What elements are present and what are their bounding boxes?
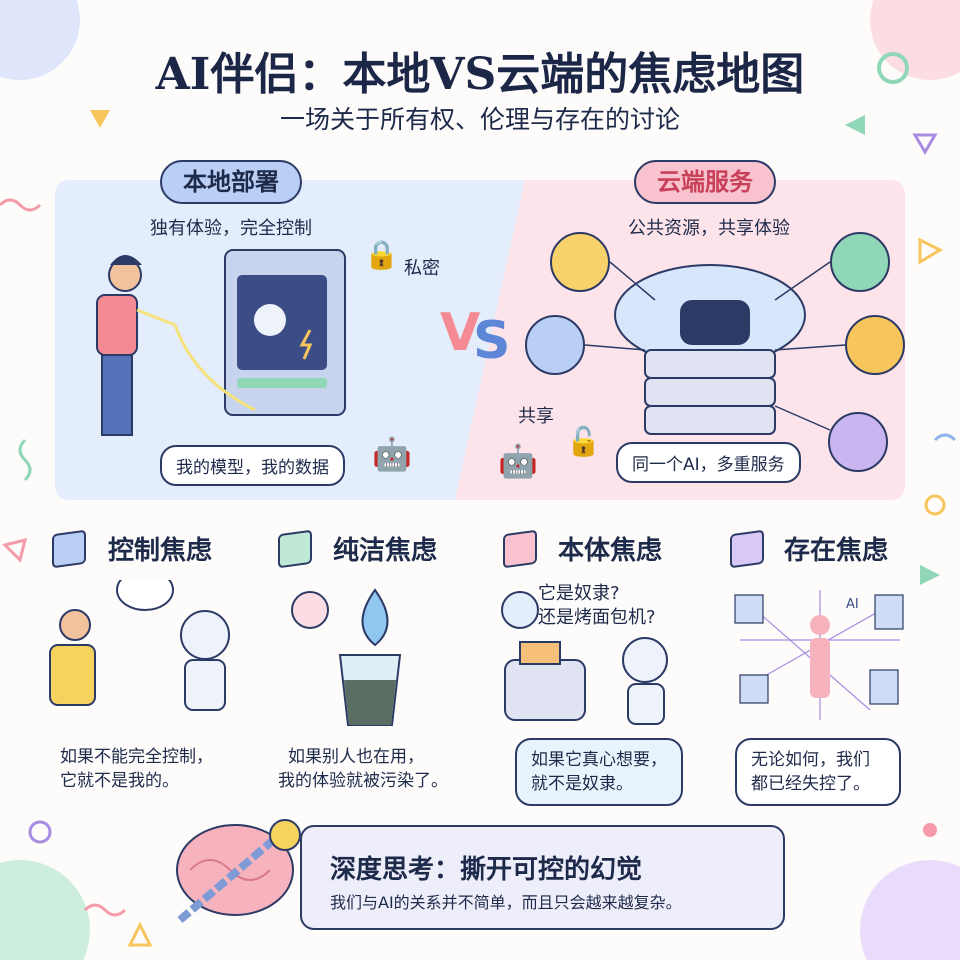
local-tagline: 独有体验，完全控制 bbox=[150, 218, 312, 239]
user-avatar bbox=[830, 232, 890, 292]
purity-caption: 如果别人也在用， 我的体验就被污染了。 bbox=[278, 745, 448, 793]
ontology-cube-icon bbox=[503, 529, 537, 569]
cloud-server-illustration bbox=[584, 261, 846, 435]
ai-server-label: AI bbox=[846, 597, 859, 612]
robot-icon: 🤖 bbox=[498, 442, 538, 480]
existence-caption-bubble: 无论如何，我们都已经失控了。 bbox=[735, 738, 901, 806]
ontology-question: 它是奴隶? 还是烤面包机? bbox=[538, 582, 656, 630]
shared-label: 共享 bbox=[518, 406, 554, 427]
ontology-caption-bubble: 如果它真心想要， 就不是奴隶。 bbox=[515, 738, 683, 806]
question-line: 还是烤面包机? bbox=[538, 607, 656, 628]
vs-mark: V bbox=[440, 303, 480, 363]
conclusion-title: 深度思考：撕开可控的幻觉 bbox=[330, 855, 643, 885]
control-caption: 如果不能完全控制， 它就不是我的。 bbox=[60, 745, 213, 793]
question-line: 它是奴隶? bbox=[538, 583, 620, 604]
conclusion-text: 我们与AI的关系并不简单，而且只会越来越复杂。 bbox=[330, 893, 682, 912]
person-with-remote bbox=[49, 580, 230, 711]
caption-line: 我的体验就被污染了。 bbox=[278, 771, 448, 791]
brain-chain-illustration bbox=[176, 819, 301, 924]
purity-cube-icon bbox=[278, 529, 312, 569]
person-plugging-cable bbox=[96, 255, 256, 436]
ontology-anxiety-title: 本体焦虑 bbox=[558, 536, 663, 566]
cloud-service-badge: 云端服务 bbox=[634, 160, 776, 204]
caption-line: 都已经失控了。 bbox=[751, 774, 870, 794]
control-cube-icon bbox=[52, 529, 86, 569]
user-avatar bbox=[828, 412, 888, 472]
caption-line: 如果别人也在用， bbox=[288, 747, 424, 767]
local-speech-bubble: 我的模型，我的数据 bbox=[160, 445, 345, 486]
unlock-icon: 🔓 bbox=[566, 425, 601, 458]
user-avatar bbox=[845, 315, 905, 375]
page-subtitle: 一场关于所有权、伦理与存在的讨论 bbox=[279, 105, 680, 134]
robot-icon: 🤖 bbox=[372, 435, 412, 473]
local-server-illustration bbox=[224, 249, 346, 416]
private-label: 私密 bbox=[404, 258, 440, 279]
water-drop-glass bbox=[291, 588, 402, 726]
svg-text:S: S bbox=[473, 311, 510, 371]
caption-line: 它就不是我的。 bbox=[60, 771, 179, 791]
cloud-speech-bubble: 同一个AI，多重服务 bbox=[616, 442, 801, 483]
caption-line: 无论如何，我们 bbox=[751, 750, 870, 770]
caption-line: 如果不能完全控制， bbox=[60, 747, 213, 767]
network-human bbox=[734, 590, 904, 720]
toaster-and-robot bbox=[501, 591, 668, 725]
existence-anxiety-title: 存在焦虑 bbox=[784, 536, 889, 566]
local-deployment-badge: 本地部署 bbox=[160, 160, 302, 204]
lock-icon: 🔒 bbox=[364, 238, 399, 271]
caption-line: 就不是奴隶。 bbox=[531, 774, 633, 794]
purity-anxiety-title: 纯洁焦虑 bbox=[333, 536, 438, 566]
user-avatar bbox=[550, 232, 610, 292]
anxiety-illustrations bbox=[49, 580, 904, 726]
page-title: AI伴侣：本地VS云端的焦虑地图 bbox=[155, 49, 805, 100]
user-avatar bbox=[525, 315, 585, 375]
conclusion-box: 深度思考：撕开可控的幻觉 我们与AI的关系并不简单，而且只会越来越复杂。 bbox=[300, 825, 785, 930]
cloud-tagline: 公共资源，共享体验 bbox=[628, 218, 790, 239]
existence-cube-icon bbox=[730, 529, 764, 569]
control-anxiety-title: 控制焦虑 bbox=[108, 536, 213, 566]
caption-line: 如果它真心想要， bbox=[531, 750, 667, 770]
